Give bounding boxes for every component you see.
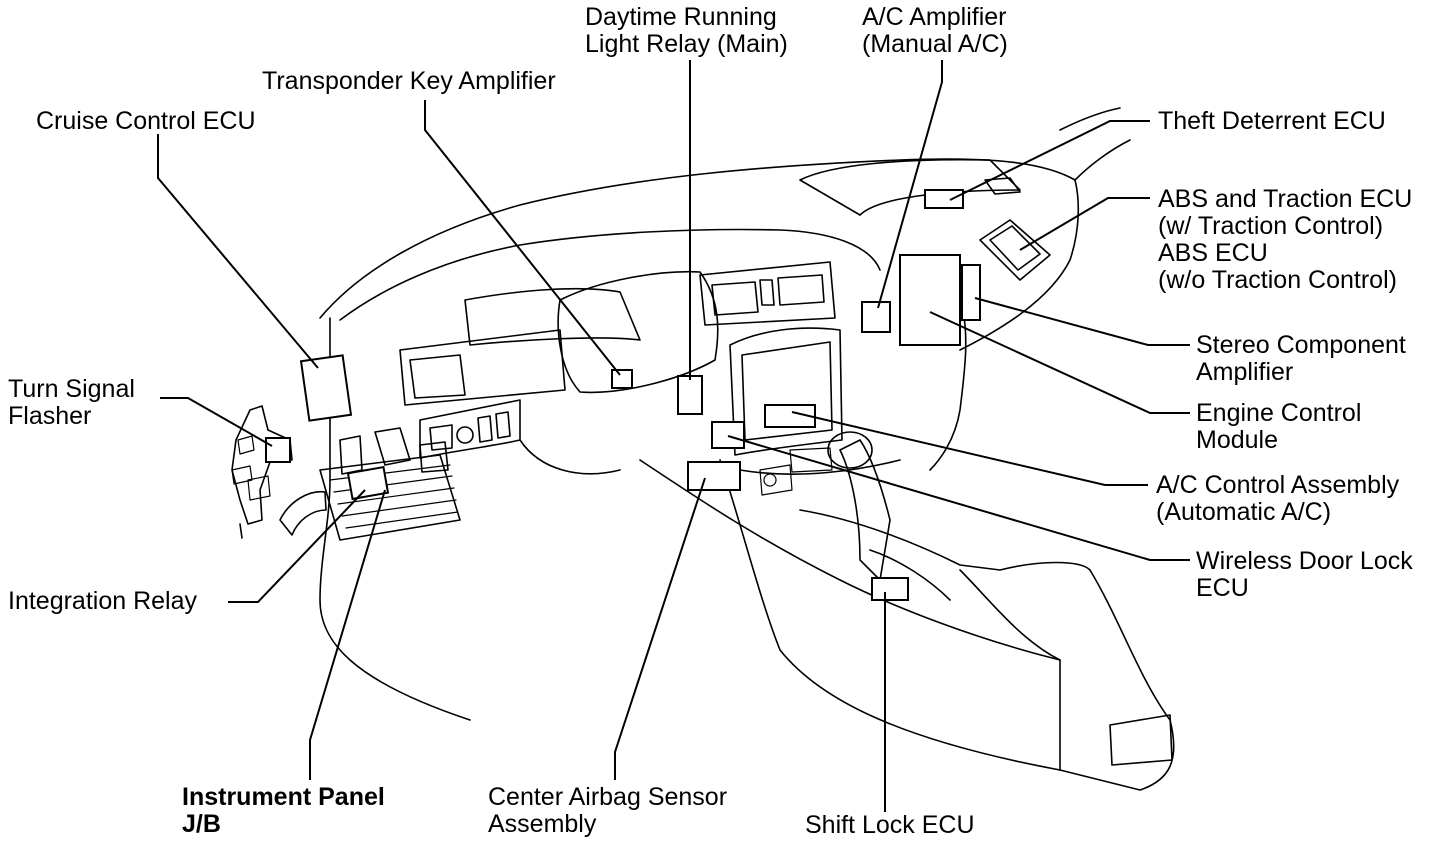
label-instrument-panel-jb: Instrument Panel J/B	[182, 784, 385, 838]
label-line: Module	[1196, 426, 1278, 454]
label-shift-lock-ecu: Shift Lock ECU	[805, 812, 975, 839]
label-line: (w/o Traction Control)	[1158, 266, 1397, 294]
label-line: Instrument Panel	[182, 783, 385, 811]
cruise-control-ecu-box	[299, 354, 353, 422]
label-line: ECU	[1196, 574, 1249, 602]
label-abs-ecu: ABS and Traction ECU (w/ Traction Contro…	[1158, 186, 1412, 294]
leader-stereo-amp	[974, 297, 1190, 346]
leader-abs-ecu	[1019, 197, 1150, 251]
label-line: (w/ Traction Control)	[1158, 212, 1384, 240]
label-line: (Automatic A/C)	[1156, 498, 1332, 526]
label-line: Theft Deterrent ECU	[1158, 107, 1386, 135]
label-line: Turn Signal	[8, 375, 135, 403]
label-turn-signal-flasher: Turn Signal Flasher	[8, 376, 135, 430]
label-line: Shift Lock ECU	[805, 811, 975, 839]
label-line: Stereo Component	[1196, 331, 1406, 359]
leader-ac-amplifier	[877, 60, 943, 309]
leader-wireless-door-lock	[727, 435, 1190, 561]
leader-turn-signal	[160, 397, 273, 447]
label-line: Assembly	[488, 810, 597, 838]
label-theft-deterrent-ecu: Theft Deterrent ECU	[1158, 108, 1386, 135]
ac-control-assembly-box	[764, 404, 816, 428]
leader-integration-relay	[228, 489, 366, 603]
label-line: A/C Control Assembly	[1156, 471, 1400, 499]
components	[265, 189, 981, 601]
label-ac-amplifier: A/C Amplifier (Manual A/C)	[862, 4, 1008, 58]
wireless-door-lock-ecu-box	[711, 421, 745, 449]
label-line: Daytime Running	[585, 3, 777, 31]
label-transponder-key-amplifier: Transponder Key Amplifier	[262, 68, 556, 95]
ac-amplifier-box	[861, 301, 891, 333]
label-wireless-door-lock-ecu: Wireless Door Lock ECU	[1196, 548, 1413, 602]
leader-cruise-control	[157, 134, 319, 369]
label-ac-control-assembly: A/C Control Assembly (Automatic A/C)	[1156, 472, 1399, 526]
leader-ac-control	[791, 411, 1148, 486]
label-cruise-control-ecu: Cruise Control ECU	[36, 108, 256, 135]
leader-lines	[157, 60, 1190, 812]
theft-deterrent-ecu-box	[924, 189, 964, 209]
label-line: A/C Amplifier	[862, 3, 1007, 31]
label-center-airbag-sensor: Center Airbag Sensor Assembly	[488, 784, 727, 838]
center-airbag-sensor-box	[687, 461, 741, 491]
label-line: (Manual A/C)	[862, 30, 1008, 58]
stereo-component-amplifier-box	[961, 264, 981, 321]
leader-center-airbag	[614, 477, 706, 780]
label-engine-control-module: Engine Control Module	[1196, 400, 1361, 454]
turn-signal-flasher-box	[265, 437, 291, 463]
shift-lock-ecu-box	[871, 577, 909, 601]
label-line: Wireless Door Lock	[1196, 547, 1413, 575]
leader-instrument-panel-jb	[309, 489, 386, 780]
label-line: Amplifier	[1196, 358, 1294, 386]
leader-theft-deterrent	[949, 120, 1150, 201]
label-line: Flasher	[8, 402, 92, 430]
engine-control-module-box	[899, 254, 961, 346]
label-stereo-component-amplifier: Stereo Component Amplifier	[1196, 332, 1406, 386]
label-line: J/B	[182, 810, 221, 838]
transponder-key-amplifier-box	[611, 369, 633, 389]
label-daytime-running-light-relay: Daytime Running Light Relay (Main)	[585, 4, 788, 58]
label-line: ABS ECU	[1158, 239, 1268, 267]
label-line: Engine Control	[1196, 399, 1362, 427]
label-line: ABS and Traction ECU	[1158, 185, 1413, 213]
integration-relay-box	[346, 465, 390, 501]
label-integration-relay: Integration Relay	[8, 588, 197, 615]
label-line: Center Airbag Sensor	[488, 783, 728, 811]
label-line: Transponder Key Amplifier	[262, 67, 556, 95]
daytime-running-light-relay-box	[677, 375, 703, 415]
label-line: Cruise Control ECU	[36, 107, 256, 135]
label-line: Integration Relay	[8, 587, 198, 615]
leader-transponder	[424, 100, 621, 376]
dashboard-line-art	[231, 107, 1175, 791]
leader-engine-control	[929, 311, 1190, 414]
label-line: Light Relay (Main)	[585, 30, 788, 58]
